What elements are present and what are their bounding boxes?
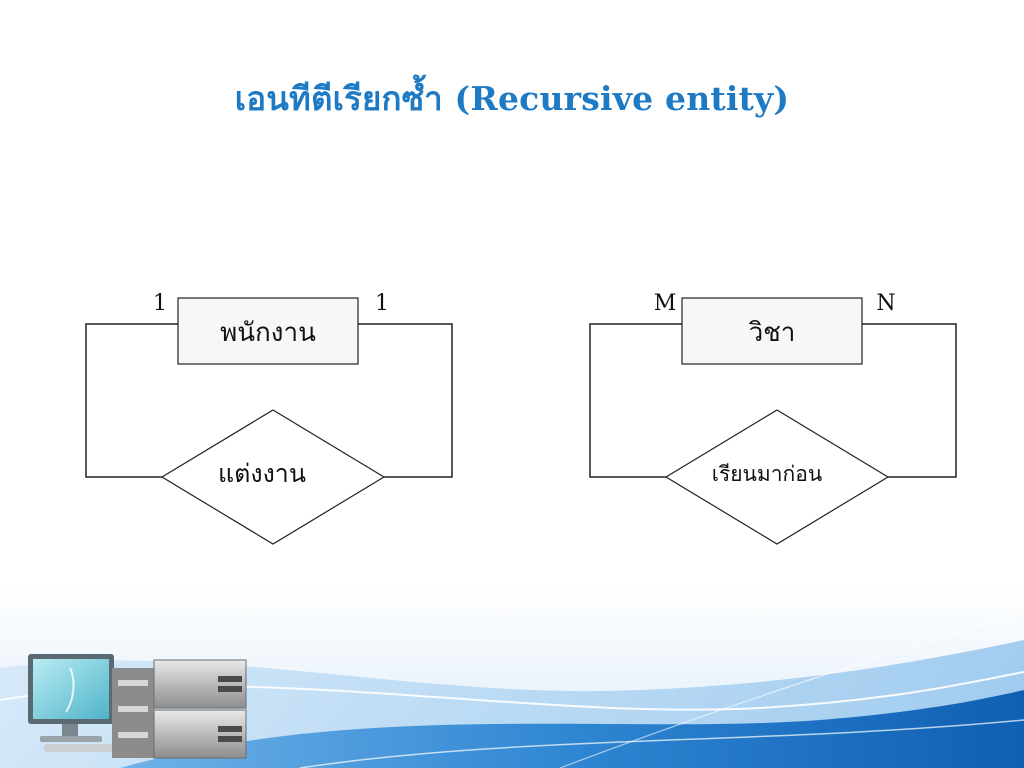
recursive-connector-line — [358, 323, 453, 478]
entity-label: พนักงาน — [220, 318, 316, 348]
entity-box — [177, 297, 359, 365]
server-stack-icon — [112, 659, 247, 759]
cardinality-left: M — [654, 291, 677, 316]
computer-monitor-icon — [28, 654, 124, 752]
recursive-connector-line — [85, 323, 178, 478]
cardinality-right: 1 — [375, 291, 389, 316]
relationship-label: เรียนมาก่อน — [712, 462, 822, 486]
er-diagram-left: พนักงาน แต่งงาน 1 1 — [85, 291, 453, 545]
recursive-connector-line — [589, 323, 682, 478]
cardinality-right: N — [876, 291, 895, 316]
relationship-label: แต่งงาน — [218, 459, 306, 488]
slide-title: เอนทีตีเรียกซ้ำ (Recursive entity) — [234, 79, 790, 118]
entity-label: วิชา — [748, 318, 795, 348]
recursive-connector-line — [862, 323, 957, 478]
er-diagram-right: วิชา เรียนมาก่อน M N — [589, 291, 957, 545]
relationship-diamond — [160, 409, 386, 545]
cardinality-left: 1 — [153, 291, 167, 316]
relationship-diamond — [664, 409, 890, 545]
entity-box — [681, 297, 863, 365]
